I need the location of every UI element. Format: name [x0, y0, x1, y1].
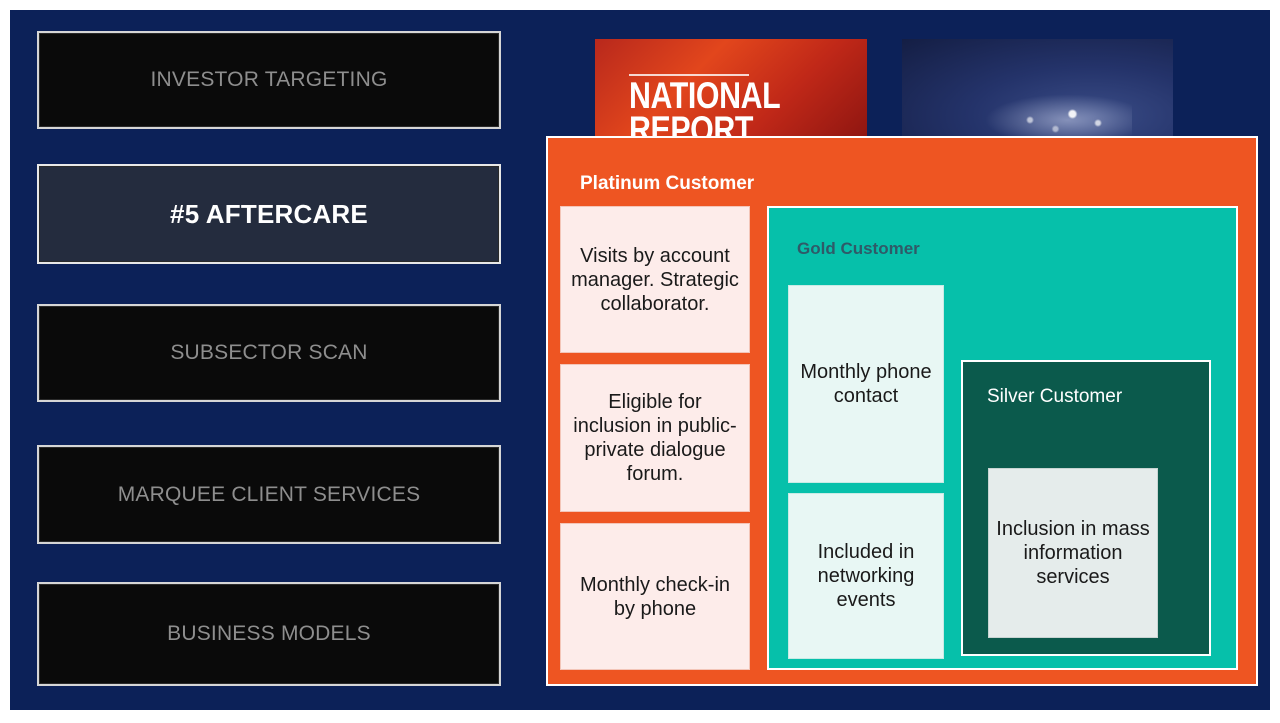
platinum-benefit-box: Visits by account manager. Strategic col…	[560, 206, 750, 353]
platinum-tier-title: Platinum Customer	[580, 173, 755, 194]
platinum-benefit-text: Eligible for inclusion in public-private…	[573, 391, 737, 485]
silver-benefit-box: Inclusion in mass information services	[988, 468, 1158, 638]
silver-tier-title: Silver Customer	[987, 386, 1123, 407]
platinum-benefit-box: Monthly check-in by phone	[560, 523, 750, 670]
night-lights-image	[902, 39, 1173, 149]
nav-button-aftercare[interactable]: #5 AFTERCARE	[37, 164, 501, 264]
platinum-benefit-text: Visits by account manager. Strategic col…	[571, 244, 739, 315]
nav-button-marquee-client-services[interactable]: MARQUEE CLIENT SERVICES	[37, 445, 501, 544]
gold-benefit-text: Monthly phone contact	[800, 361, 932, 407]
platinum-benefit-text: Monthly check-in by phone	[579, 573, 731, 620]
national-report-thumbnail: NATIONAL REPORT	[595, 39, 867, 149]
gold-tier-panel: Gold Customer Monthly phone contact Incl…	[767, 206, 1238, 670]
gold-benefit-box: Monthly phone contact	[788, 285, 944, 483]
report-rule-line	[629, 74, 749, 76]
nav-button-business-models[interactable]: BUSINESS MODELS	[37, 582, 501, 686]
gold-benefit-text: Included in networking events	[817, 541, 915, 611]
platinum-tier-panel: Platinum Customer Visits by account mana…	[546, 136, 1258, 686]
report-title-text: NATIONAL REPORT	[629, 75, 780, 149]
gold-benefit-box: Included in networking events	[788, 493, 944, 659]
silver-benefit-text: Inclusion in mass information services	[996, 518, 1150, 588]
nav-button-subsector-scan[interactable]: SUBSECTOR SCAN	[37, 304, 501, 402]
nav-button-investor-targeting[interactable]: INVESTOR TARGETING	[37, 31, 501, 129]
gold-tier-title: Gold Customer	[797, 239, 920, 258]
silver-tier-panel: Silver Customer Inclusion in mass inform…	[961, 360, 1211, 656]
platinum-benefit-box: Eligible for inclusion in public-private…	[560, 364, 750, 512]
